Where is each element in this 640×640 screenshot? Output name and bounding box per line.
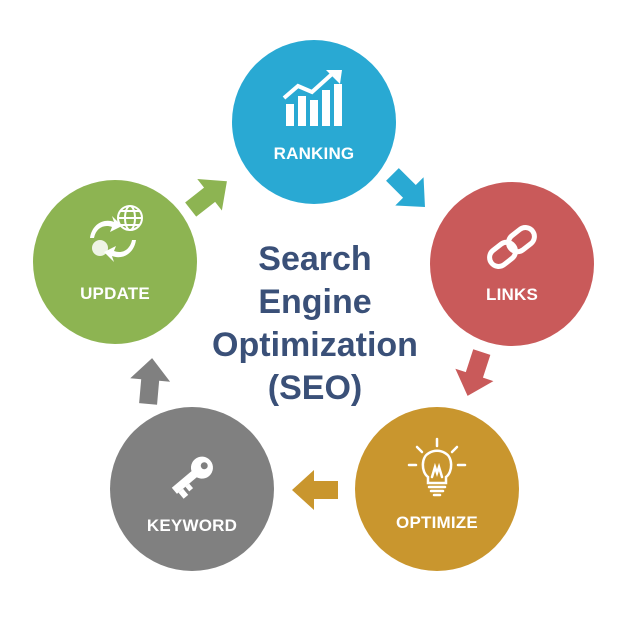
title-line-3: Optimization bbox=[212, 326, 418, 364]
key-icon bbox=[171, 456, 213, 499]
title-line-1: Search bbox=[258, 240, 372, 278]
node-update: UPDATE bbox=[33, 180, 197, 344]
node-optimize: OPTIMIZE bbox=[355, 407, 519, 571]
node-label-optimize: OPTIMIZE bbox=[396, 513, 478, 532]
node-keyword: KEYWORD bbox=[110, 407, 274, 571]
node-label-update: UPDATE bbox=[80, 284, 150, 303]
arrow-links-to-optimize bbox=[455, 349, 494, 396]
node-ranking: RANKING bbox=[232, 40, 396, 204]
arrow-optimize-to-keyword bbox=[292, 470, 338, 510]
globe-refresh-icon bbox=[90, 205, 143, 262]
node-label-ranking: RANKING bbox=[273, 144, 355, 163]
title-line-4: (SEO) bbox=[267, 369, 363, 407]
arrow-update-to-ranking bbox=[185, 179, 227, 217]
arrow-keyword-to-update bbox=[130, 358, 171, 405]
center-title: Search Engine Optimization (SEO) bbox=[190, 238, 440, 410]
light-bulb-icon bbox=[407, 437, 467, 497]
bar-chart-growth-icon bbox=[282, 70, 342, 126]
node-links: LINKS bbox=[430, 182, 594, 346]
arrow-ranking-to-links bbox=[386, 168, 425, 207]
title-line-2: Engine bbox=[258, 283, 372, 321]
node-label-keyword: KEYWORD bbox=[146, 516, 238, 535]
chain-link-icon bbox=[487, 225, 537, 269]
node-label-links: LINKS bbox=[486, 285, 538, 304]
